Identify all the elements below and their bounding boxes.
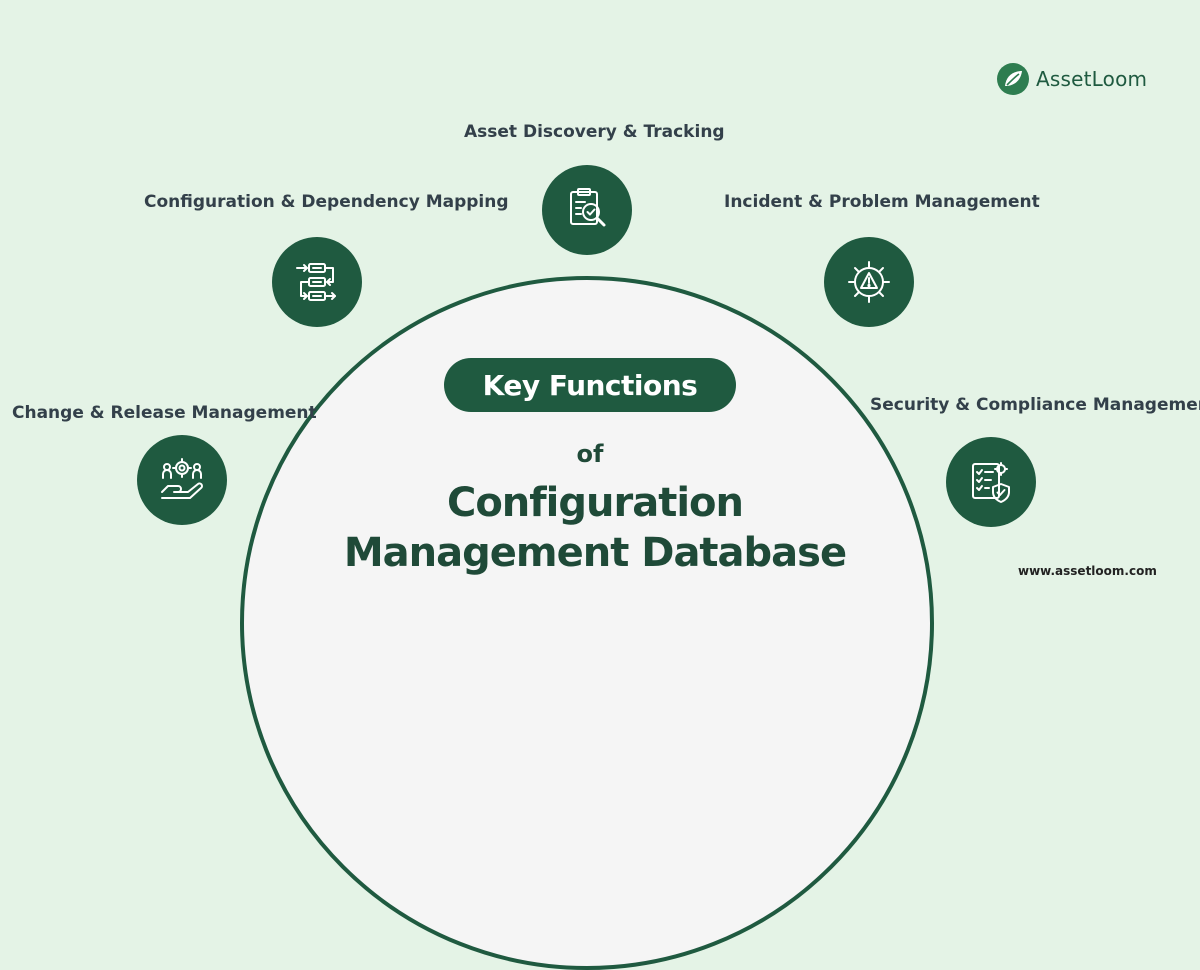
function-label-incident-management: Incident & Problem Management <box>724 192 1040 212</box>
function-label-asset-discovery: Asset Discovery & Tracking <box>464 122 725 142</box>
website-url: www.assetloom.com <box>1018 564 1157 578</box>
function-node-security-compliance <box>946 437 1036 527</box>
function-label-dependency-mapping: Configuration & Dependency Mapping <box>144 192 509 212</box>
function-label-change-release: Change & Release Management <box>12 403 317 423</box>
gear-warning-icon <box>848 261 890 303</box>
title-line-2: Management Database <box>343 530 847 576</box>
clipboard-magnifier-icon <box>570 188 606 227</box>
function-node-dependency-mapping <box>272 237 362 327</box>
brand-name: AssetLoom <box>1036 67 1148 91</box>
flowchart-icon <box>296 263 336 301</box>
function-node-incident-management <box>824 237 914 327</box>
function-node-asset-discovery <box>542 165 632 255</box>
leaf-logo-icon <box>997 63 1029 95</box>
connector-text: of <box>576 440 604 468</box>
checklist-shield-icon <box>972 462 1010 503</box>
function-label-security-compliance: Security & Compliance Management <box>870 395 1200 415</box>
function-node-change-release <box>137 435 227 525</box>
key-functions-pill: Key Functions <box>444 358 736 412</box>
brand-logo: AssetLoom <box>996 62 1147 96</box>
hand-people-gear-icon <box>161 458 203 499</box>
title-line-1: Configuration <box>446 480 744 526</box>
